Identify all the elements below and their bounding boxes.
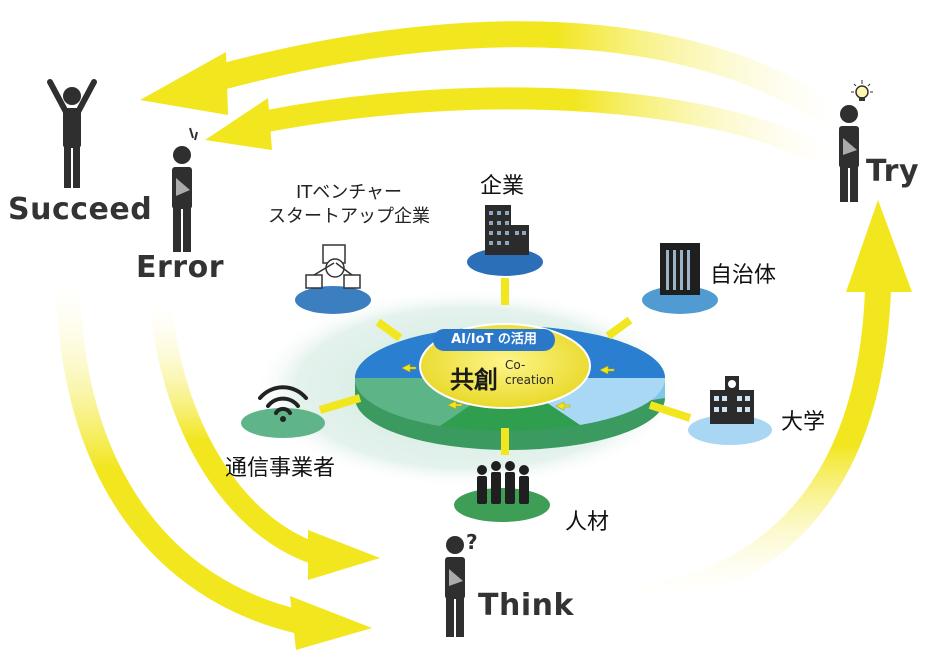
ventures-label: ITベンチャー スタートアップ企業 — [268, 181, 430, 229]
arrow-head-succeed — [140, 52, 228, 115]
companies-label: 企業 — [480, 174, 525, 199]
succeed-label: Succeed — [8, 192, 153, 227]
municipality-label: 自治体 — [710, 263, 777, 288]
crowd-icon — [477, 461, 529, 504]
network-icon — [305, 244, 361, 289]
arrow-think-to-try — [617, 277, 891, 613]
arrow-head-try — [846, 200, 912, 292]
question-mark-icon: ? — [466, 530, 478, 554]
spark-icon — [189, 127, 198, 141]
arrow-head-think-low — [290, 596, 372, 650]
talent-node — [454, 461, 550, 522]
wifi-icon — [258, 385, 308, 422]
telecom-node — [241, 385, 325, 438]
talent-label: 人材 — [565, 510, 610, 535]
ventures-label-line2: スタートアップ企業 — [268, 206, 430, 227]
person-think-icon — [445, 536, 465, 637]
co-creation-subtitle-line2: creation — [505, 373, 554, 387]
arrow-head-think-high — [308, 530, 380, 580]
co-creation-subtitle: Co- creation — [505, 358, 554, 388]
companies-node — [467, 205, 543, 276]
university-label: 大学 — [781, 410, 826, 435]
ventures-node — [295, 244, 371, 314]
try-label: Try — [866, 154, 920, 189]
co-creation-title: 共創 — [450, 366, 498, 394]
swap-arrows — [401, 363, 615, 411]
think-label: Think — [478, 588, 574, 623]
arrow-succeed-to-think — [56, 268, 312, 634]
arrow-head-error — [205, 98, 272, 150]
school-icon — [710, 376, 754, 424]
city-hall-icon — [660, 243, 700, 295]
municipality-node — [642, 243, 718, 314]
error-label: Error — [136, 250, 224, 285]
building-icon — [485, 205, 529, 255]
arrow-error-to-think — [149, 289, 331, 566]
person-thinking-icon — [172, 146, 192, 252]
connectors — [318, 278, 692, 455]
person-try-icon — [839, 105, 859, 202]
cycle-arrows — [56, 21, 912, 650]
lightbulb-icon — [851, 80, 873, 101]
arrow-try-to-succeed — [197, 21, 851, 133]
person-arms-up-icon — [47, 79, 97, 188]
co-creation-subtitle-line1: Co- — [505, 358, 526, 372]
ai-iot-badge: AI/IoT の活用 — [433, 329, 555, 351]
arrow-try-to-error — [251, 87, 841, 171]
university-node — [688, 376, 772, 445]
telecom-label: 通信事業者 — [225, 456, 336, 481]
ventures-label-line1: ITベンチャー — [295, 182, 403, 203]
